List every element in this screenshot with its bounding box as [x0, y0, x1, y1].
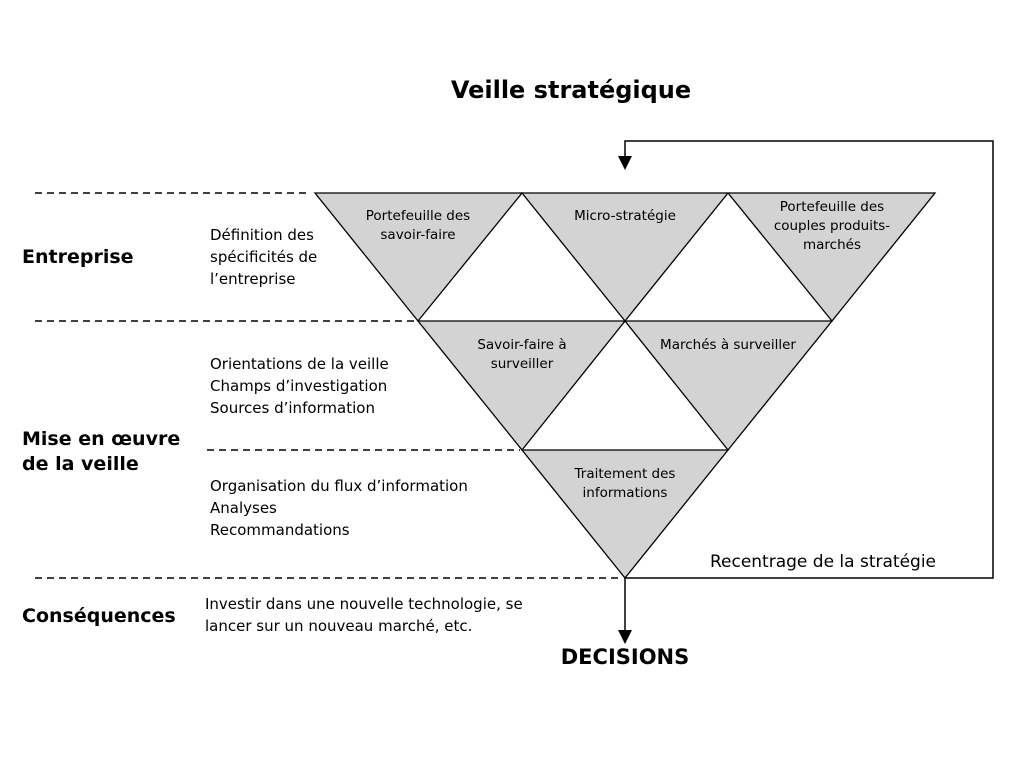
triangle-marches-surveiller	[623, 320, 834, 452]
section-label-mise-en-oeuvre: Mise en œuvre de la veille	[22, 428, 181, 476]
feedback-label: Recentrage de la stratégie	[709, 552, 937, 572]
triangle-label-micro-strategie: Micro-stratégie	[574, 208, 676, 224]
triangle-label-portefeuille-savoir-faire: Portefeuille des savoir-faire	[365, 208, 471, 243]
triangle-portefeuille-savoir-faire	[313, 192, 524, 323]
triangle-label-savoir-faire-surveiller: Savoir-faire à surveiller	[477, 337, 567, 372]
section-desc-entreprise: Définition des spécificités de l’entrepr…	[210, 226, 318, 288]
section-desc-consequences: Investir dans une nouvelle technologie, …	[205, 595, 523, 635]
triangle-couples-produits-marches	[726, 192, 937, 323]
triangle-label-marches-surveiller: Marchés à surveiller	[660, 337, 796, 353]
decisions-label: DECISIONS	[560, 645, 690, 669]
diagram-title: Veille stratégique	[450, 76, 692, 104]
triangle-savoir-faire-surveiller	[416, 320, 627, 452]
triangle-traitement-informations	[520, 449, 730, 580]
triangle-label-couples-produits-marches: Portefeuille des couples produits- march…	[773, 199, 891, 253]
triangle-micro-strategie	[520, 192, 730, 323]
triangle-label-traitement-informations: Traitement des informations	[574, 466, 676, 501]
section-label-entreprise: Entreprise	[22, 246, 134, 268]
section-desc-organisation: Organisation du flux d’information Analy…	[210, 477, 468, 539]
section-label-consequences: Conséquences	[22, 605, 176, 627]
decisions-arrowhead-icon	[618, 630, 632, 644]
feedback-loop-line	[624, 140, 994, 579]
feedback-arrowhead-icon	[618, 156, 632, 170]
section-desc-orientations: Orientations de la veille Champs d’inves…	[210, 355, 389, 417]
